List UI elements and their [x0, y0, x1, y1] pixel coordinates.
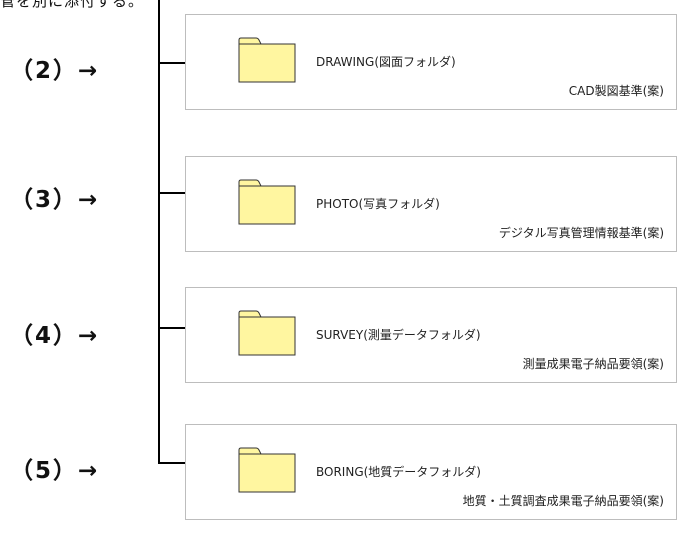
folder-box-photo: PHOTO(写真フォルダ) デジタル写真管理情報基準(案) — [185, 156, 677, 252]
folder-icon[interactable] — [238, 310, 296, 356]
folder-icon[interactable] — [238, 447, 296, 493]
standard-name: CAD製図基準(案) — [568, 84, 664, 98]
folder-box-survey: SURVEY(測量データフォルダ) 測量成果電子納品要領(案) — [185, 287, 677, 383]
folder-box-boring: BORING(地質データフォルダ) 地質・土質調査成果電子納品要領(案) — [185, 424, 677, 520]
folder-name: DRAWING(図面フォルダ) — [316, 55, 456, 69]
tree-trunk-line — [158, 0, 160, 464]
standard-name: デジタル写真管理情報基準(案) — [498, 226, 664, 240]
row-label-3: （3）→ — [10, 187, 100, 213]
folder-name: SURVEY(測量データフォルダ) — [316, 328, 481, 342]
folder-icon[interactable] — [238, 179, 296, 225]
row-label-2: （2）→ — [10, 58, 100, 84]
row-label-4: （4）→ — [10, 323, 100, 349]
folder-box-drawing: DRAWING(図面フォルダ) CAD製図基準(案) — [185, 14, 677, 110]
folder-icon[interactable] — [238, 37, 296, 83]
folder-name: BORING(地質データフォルダ) — [316, 465, 481, 479]
standard-name: 地質・土質調査成果電子納品要領(案) — [462, 494, 664, 508]
header-cut-text: 管を別に添付する。 — [0, 0, 145, 10]
row-label-5: （5）→ — [10, 458, 100, 484]
folder-name: PHOTO(写真フォルダ) — [316, 197, 440, 211]
standard-name: 測量成果電子納品要領(案) — [522, 357, 664, 371]
